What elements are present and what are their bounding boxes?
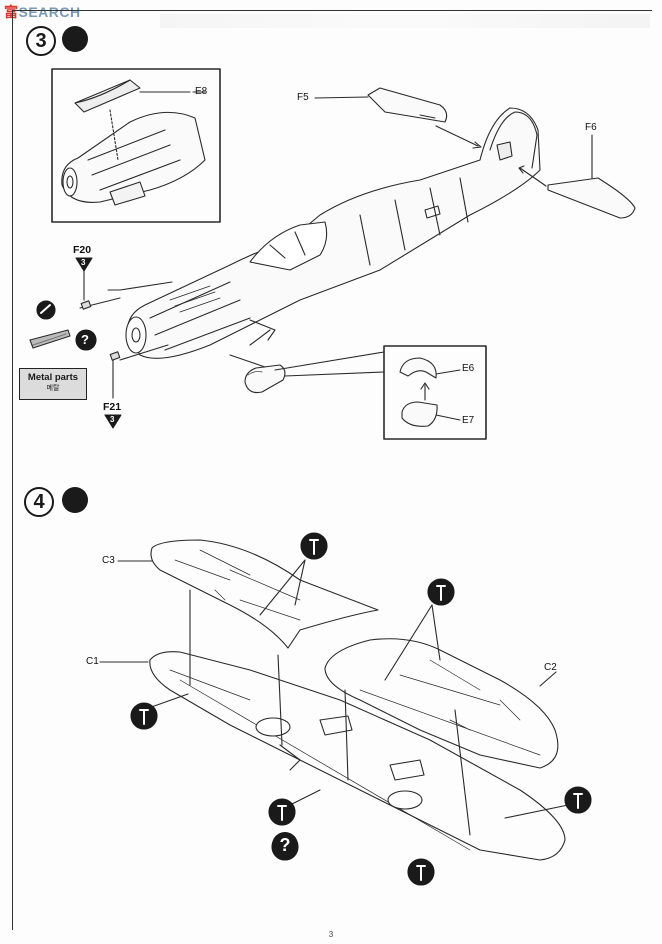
label-c3: C3 [102, 555, 115, 566]
label-f6: F6 [585, 122, 597, 133]
label-f20-step: 3 [81, 258, 86, 267]
fuselage-drawing [79, 87, 636, 394]
wing-c2 [324, 638, 559, 769]
header-band [160, 14, 650, 28]
metal-parts-note: Metal parts 메탈 [19, 368, 87, 400]
step-4-number: 4 [24, 487, 54, 517]
label-e6: E6 [462, 363, 475, 374]
paint-brush-icon [29, 300, 71, 349]
page-frame [12, 10, 652, 930]
page-number: 3 [328, 930, 334, 939]
label-c1: C1 [86, 656, 99, 667]
wing-c3 [150, 539, 379, 649]
inset-box-e8 [51, 68, 221, 223]
label-f5: F5 [297, 92, 309, 103]
label-f21-step: 3 [110, 415, 115, 424]
small-parts [75, 257, 122, 429]
help-icon-glyph: ? [81, 332, 89, 347]
watermark: 富SEARCH [4, 4, 81, 20]
glue-icon [62, 26, 88, 52]
label-e7: E7 [462, 415, 475, 426]
label-f20: F20 [73, 244, 92, 256]
step-3-number: 3 [26, 26, 56, 56]
label-f21: F21 [103, 401, 122, 413]
inset-box-e6-e7 [383, 345, 487, 440]
label-c2: C2 [544, 662, 557, 673]
label-e8: E8 [195, 86, 208, 97]
help-icon: ? [272, 832, 298, 858]
drill-glyphs [139, 539, 583, 881]
glue-icon [62, 487, 88, 513]
assembly-arrows [99, 559, 569, 836]
help-icon [75, 329, 97, 351]
